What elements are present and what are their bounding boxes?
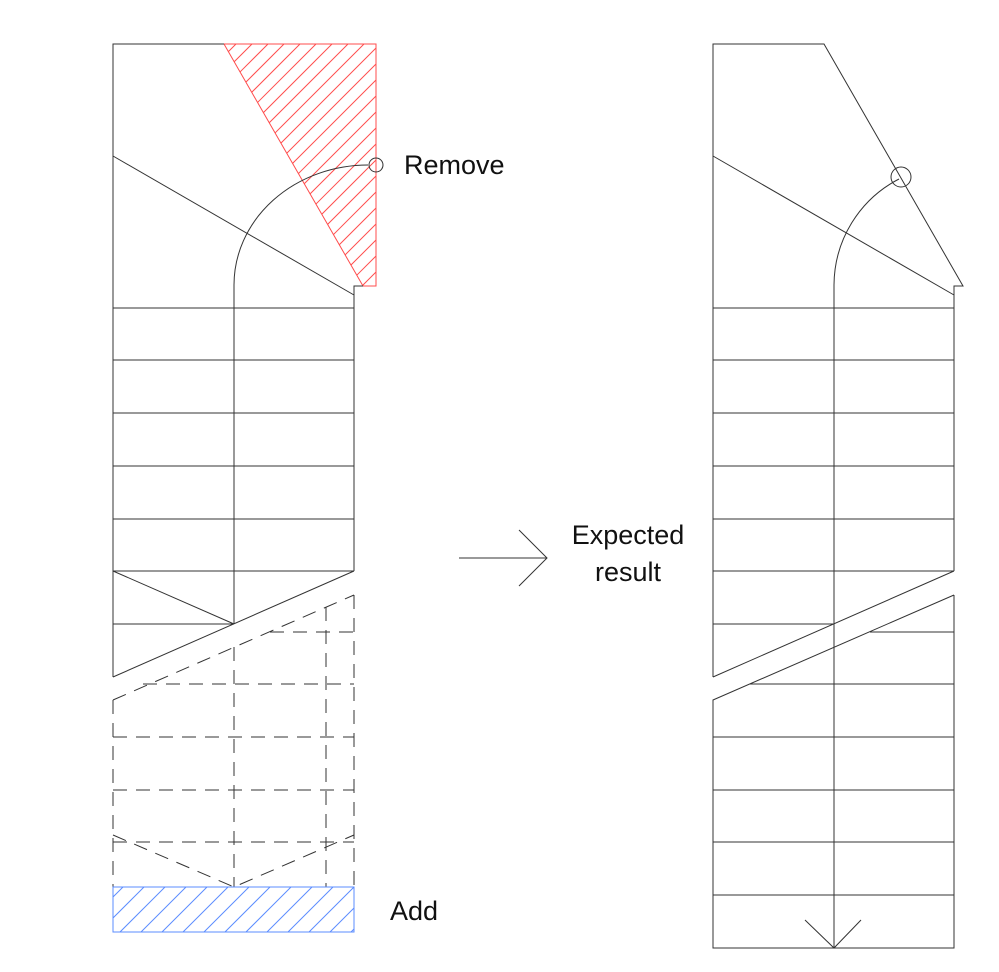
cut-line-upper <box>712 570 955 678</box>
hatch-line <box>239 43 269 73</box>
hatch-line <box>315 143 377 205</box>
hatch-line <box>356 255 377 276</box>
hatch-line <box>333 191 377 235</box>
walkline-arc <box>233 164 369 624</box>
add-hatch-region <box>112 886 355 933</box>
expected-result-label: Expected result <box>560 517 696 591</box>
hatch-line <box>182 886 229 933</box>
hatch-line <box>287 886 334 933</box>
hatch-line <box>280 47 377 144</box>
hatch-line <box>233 43 253 63</box>
hatch-line <box>119 886 166 933</box>
hatch-line <box>327 175 377 225</box>
hatch-line <box>228 43 237 52</box>
treads <box>713 307 954 896</box>
hatch-line <box>286 63 377 154</box>
expected-label-line1: Expected <box>571 520 685 550</box>
original-stair <box>112 43 384 933</box>
lower-flight-outline <box>712 594 955 949</box>
walkline-start-circle <box>890 166 912 188</box>
hatch-line <box>266 886 313 933</box>
hatch-line <box>224 886 271 933</box>
hatch-line <box>112 886 124 898</box>
hatch-line <box>338 207 377 246</box>
hatch-line <box>350 239 377 266</box>
hatch-line <box>140 886 187 933</box>
expected-stair <box>712 43 964 949</box>
hatch-line <box>321 159 377 215</box>
walkline-arc <box>833 178 900 948</box>
hatch-line <box>303 111 377 185</box>
add-region-outline <box>112 886 355 933</box>
hatch-line <box>274 43 365 134</box>
cut-line <box>112 570 355 678</box>
hatch-line <box>309 127 377 195</box>
hatch-line <box>263 43 333 113</box>
hatch-line <box>292 79 377 164</box>
hatch-line <box>257 43 317 103</box>
hatch-line <box>268 43 349 124</box>
hatch-line <box>251 43 301 93</box>
remove-region-outline <box>223 43 377 287</box>
landing-notch <box>353 285 363 571</box>
hatch-line <box>245 43 285 83</box>
hatch-line <box>344 223 377 256</box>
hatch-line <box>203 886 250 933</box>
hatch-line <box>362 271 377 286</box>
hidden-stair-dashed <box>112 594 355 888</box>
hatch-line <box>308 886 355 933</box>
expected-label-line2: result <box>594 557 662 587</box>
hatch-line <box>161 886 208 933</box>
hatch-line <box>298 95 377 174</box>
hatch-line <box>112 886 145 919</box>
add-label: Add <box>390 896 439 926</box>
arrow-icon <box>459 529 548 587</box>
winder-line <box>112 155 355 296</box>
walkline-start-circle <box>368 157 384 173</box>
treads <box>112 307 354 625</box>
hatch-line <box>245 886 292 933</box>
remove-label: Remove <box>404 150 505 180</box>
hatch-line <box>329 907 355 933</box>
direction-arrow-icon <box>804 919 862 949</box>
winder-line <box>712 155 955 296</box>
remove-hatch-region <box>228 43 377 286</box>
